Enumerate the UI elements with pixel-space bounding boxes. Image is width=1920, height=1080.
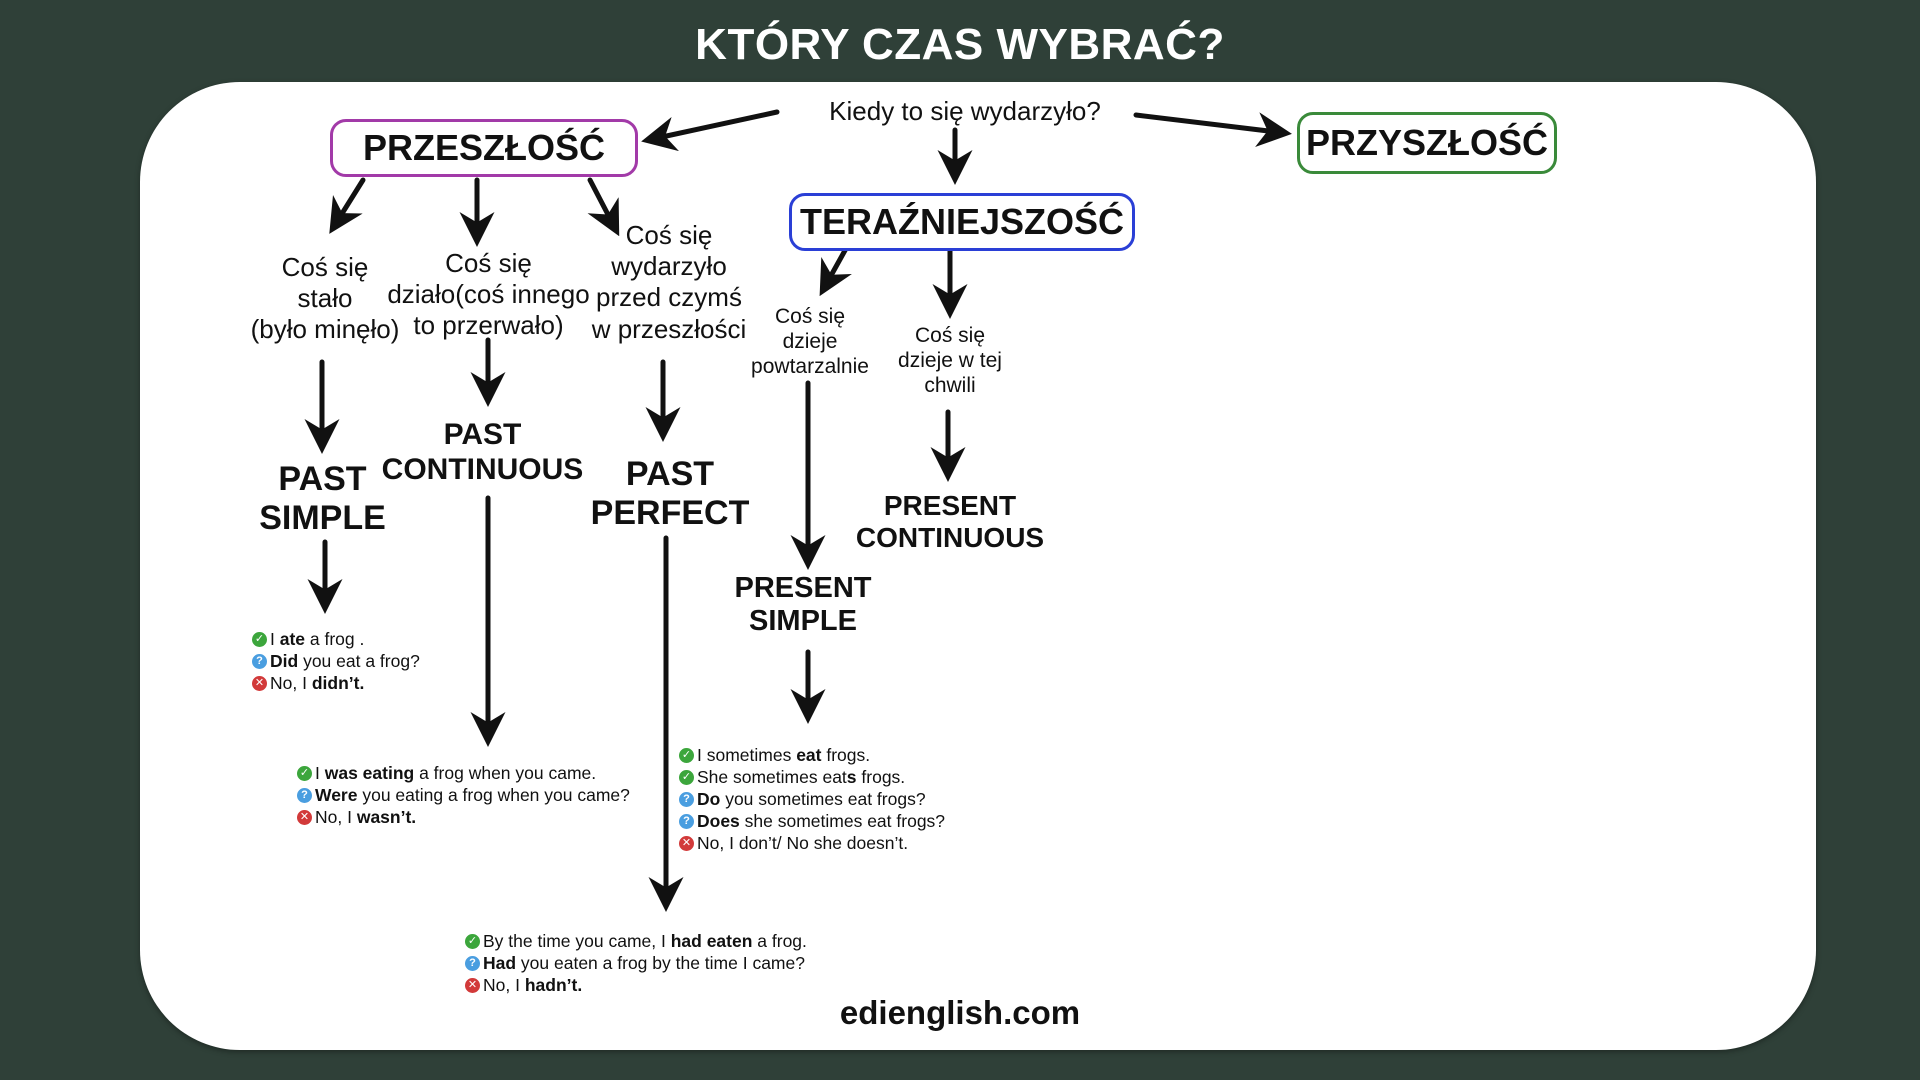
tense-line: SIMPLE xyxy=(259,499,386,538)
check-icon: ✓ xyxy=(297,765,312,781)
example-text: I ate a frog . xyxy=(270,629,365,649)
example-line: ✓I was eating a frog when you came. xyxy=(297,762,630,784)
question-icon: ? xyxy=(679,813,694,829)
condition-line: dzieje xyxy=(782,330,838,354)
tense-past-perfect: PAST PERFECT xyxy=(575,455,765,533)
tense-line: PERFECT xyxy=(590,494,750,533)
category-past-box: PRZESZŁOŚĆ xyxy=(330,119,638,177)
tense-line: CONTINUOUS xyxy=(855,522,1045,554)
example-line: ✕No, I hadn’t. xyxy=(465,974,807,996)
condition-present-simple: Coś się dzieje powtarzalnie xyxy=(737,304,883,380)
example-text: Does she sometimes eat frogs? xyxy=(697,811,946,831)
check-icon: ✓ xyxy=(252,631,267,647)
cross-icon: ✕ xyxy=(297,809,312,825)
example-text: No, I don’t/ No she doesn’t. xyxy=(697,833,909,853)
example-line: ✓I ate a frog . xyxy=(252,628,420,650)
question-icon: ? xyxy=(297,787,312,803)
condition-line: to przerwało) xyxy=(413,310,564,341)
tense-past-simple: PAST SIMPLE xyxy=(225,460,420,538)
condition-line: (było minęło) xyxy=(250,314,400,345)
example-text: She sometimes eats frogs. xyxy=(697,767,906,787)
example-line: ?Do you sometimes eat frogs? xyxy=(679,788,945,810)
check-icon: ✓ xyxy=(679,747,694,763)
condition-line: stało xyxy=(297,283,353,314)
example-line: ✓By the time you came, I had eaten a fro… xyxy=(465,930,807,952)
condition-past-simple: Coś się stało (było minęło) xyxy=(235,252,415,346)
example-text: By the time you came, I had eaten a frog… xyxy=(483,931,807,951)
tense-present-continuous: PRESENT CONTINUOUS xyxy=(840,490,1060,554)
question-icon: ? xyxy=(465,955,480,971)
examples-past-continuous: ✓I was eating a frog when you came.?Were… xyxy=(297,762,630,828)
cross-icon: ✕ xyxy=(465,977,480,993)
condition-line: chwili xyxy=(924,374,976,398)
condition-line: Coś się xyxy=(445,248,532,278)
condition-line: przed czymś xyxy=(596,282,742,313)
examples-past-perfect: ✓By the time you came, I had eaten a fro… xyxy=(465,930,807,996)
example-text: No, I wasn’t. xyxy=(315,807,417,827)
condition-line: Coś się xyxy=(774,305,846,328)
example-text: No, I didn’t. xyxy=(270,673,365,693)
example-text: Did you eat a frog? xyxy=(270,651,420,671)
category-present-label: TERAŹNIEJSZOŚĆ xyxy=(799,201,1125,242)
category-present-box: TERAŹNIEJSZOŚĆ xyxy=(789,193,1135,251)
examples-present-simple: ✓I sometimes eat frogs.✓She sometimes ea… xyxy=(679,744,945,854)
example-line: ✓I sometimes eat frogs. xyxy=(679,744,945,766)
example-text: Do you sometimes eat frogs? xyxy=(697,789,926,809)
example-text: Had you eaten a frog by the time I came? xyxy=(483,953,805,973)
example-text: I was eating a frog when you came. xyxy=(315,763,597,783)
example-line: ✕No, I didn’t. xyxy=(252,672,420,694)
tense-line: PRESENT xyxy=(883,490,1017,521)
category-past-label: PRZESZŁOŚĆ xyxy=(362,127,605,168)
main-question: Kiedy to się wydarzyło? xyxy=(829,96,1101,126)
cross-icon: ✕ xyxy=(252,675,267,691)
category-future-box: PRZYSZŁOŚĆ xyxy=(1297,112,1557,174)
condition-past-perfect: Coś się wydarzyło przed czymś w przeszło… xyxy=(583,220,755,345)
tense-line: CONTINUOUS xyxy=(381,452,584,486)
check-icon: ✓ xyxy=(465,933,480,949)
question-icon: ? xyxy=(679,791,694,807)
condition-line: Coś się xyxy=(914,324,986,347)
condition-line: powtarzalnie xyxy=(751,355,869,379)
cross-icon: ✕ xyxy=(679,835,694,851)
example-line: ?Had you eaten a frog by the time I came… xyxy=(465,952,807,974)
example-line: ?Does she sometimes eat frogs? xyxy=(679,810,945,832)
condition-line: działo(coś innego xyxy=(387,279,590,310)
category-future-label: PRZYSZŁOŚĆ xyxy=(1305,122,1548,163)
example-text: No, I hadn’t. xyxy=(483,975,583,995)
condition-line: Coś się xyxy=(281,252,369,282)
condition-past-continuous: Coś się działo(coś innego to przerwało) xyxy=(380,248,597,342)
example-line: ?Did you eat a frog? xyxy=(252,650,420,672)
page-title: KTÓRY CZAS WYBRAĆ? xyxy=(695,20,1225,69)
examples-past-simple: ✓I ate a frog .?Did you eat a frog?✕No, … xyxy=(252,628,420,694)
example-line: ✓She sometimes eats frogs. xyxy=(679,766,945,788)
tense-line: PAST xyxy=(443,418,522,451)
example-line: ✕No, I don’t/ No she doesn’t. xyxy=(679,832,945,854)
condition-present-continuous: Coś się dzieje w tej chwili xyxy=(880,323,1020,399)
example-text: Were you eating a frog when you came? xyxy=(315,785,630,805)
example-text: I sometimes eat frogs. xyxy=(697,745,871,765)
condition-line: w przeszłości xyxy=(591,313,747,344)
footer-site: edienglish.com xyxy=(839,994,1081,1031)
tense-line: SIMPLE xyxy=(749,605,857,638)
check-icon: ✓ xyxy=(679,769,694,785)
tense-present-simple: PRESENT SIMPLE xyxy=(713,572,893,639)
tense-line: PRESENT xyxy=(734,572,872,604)
question-icon: ? xyxy=(252,653,267,669)
condition-line: dzieje w tej xyxy=(898,349,1002,373)
tense-line: PAST xyxy=(278,460,367,498)
example-line: ✕No, I wasn’t. xyxy=(297,806,630,828)
condition-line: wydarzyło xyxy=(611,251,727,282)
example-line: ?Were you eating a frog when you came? xyxy=(297,784,630,806)
tense-line: PAST xyxy=(625,455,715,493)
condition-line: Coś się xyxy=(625,220,713,250)
tense-past-continuous: PAST CONTINUOUS xyxy=(365,418,600,487)
